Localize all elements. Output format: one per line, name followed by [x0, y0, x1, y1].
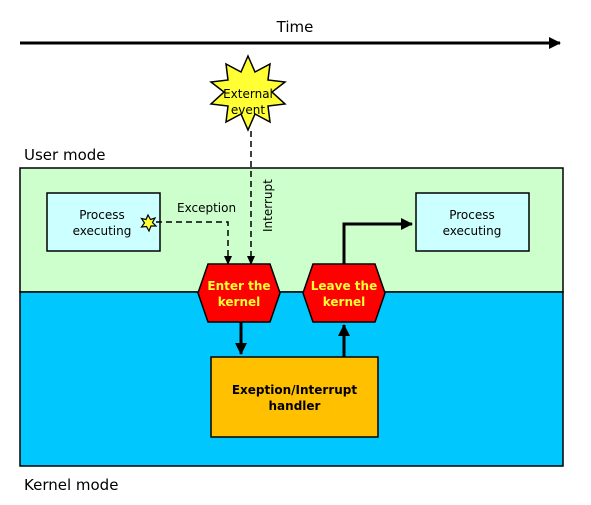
interrupt-label: Interrupt — [261, 179, 275, 232]
handler-line1: Exeption/Interrupt — [232, 383, 358, 397]
external-event-line2: event — [231, 103, 265, 117]
exception-arrow — [156, 221, 232, 265]
enter-kernel-node — [197, 263, 281, 323]
enter-kernel-line1: Enter the — [207, 279, 270, 293]
process-right-line1: Process — [449, 208, 495, 222]
handler-line2: handler — [269, 399, 321, 413]
exception-label: Exception — [177, 201, 236, 215]
process-executing-left — [46, 192, 161, 252]
exception-interrupt-handler — [210, 356, 379, 438]
leave-kernel-node — [302, 263, 386, 323]
leave-kernel-line1: Leave the — [311, 279, 377, 293]
user-mode-label: User mode — [24, 146, 106, 164]
enter-kernel-line2: kernel — [218, 295, 261, 309]
external-event-star-icon — [209, 54, 287, 132]
process-executing-right — [415, 192, 530, 252]
process-left-line2: executing — [73, 224, 132, 238]
leave-to-process-arrow — [342, 218, 413, 264]
leave-kernel-line2: kernel — [323, 295, 366, 309]
time-label: Time — [276, 18, 314, 36]
exception-star-icon — [140, 213, 158, 233]
kernel-mode-label: Kernel mode — [24, 476, 118, 494]
process-right-line2: executing — [443, 224, 502, 238]
external-event-line1: External — [223, 87, 273, 101]
process-left-line1: Process — [79, 208, 125, 222]
